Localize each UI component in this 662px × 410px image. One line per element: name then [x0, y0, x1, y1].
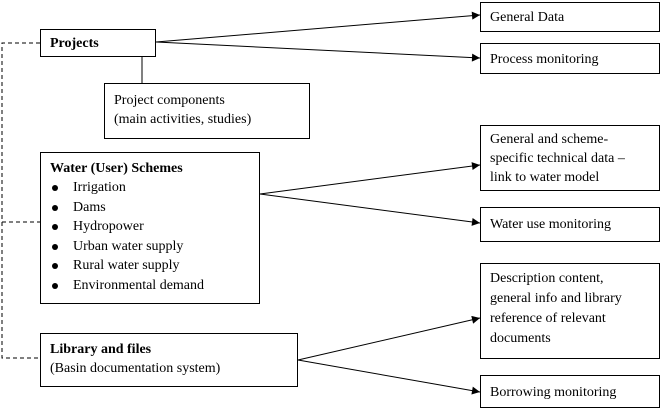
arrow-schemes-technical-data	[259, 162, 481, 195]
water-schemes-box: Water (User) Schemes Irrigation Dams Hyd…	[40, 152, 260, 304]
project-components-line-2: (main activities, studies)	[114, 112, 252, 127]
borrowing-monitoring-label: Borrowing monitoring	[490, 385, 617, 400]
technical-data-line-3: link to water model	[490, 170, 600, 185]
description-line-1: Description content,	[490, 271, 604, 286]
scheme-item-hydropower: Hydropower	[50, 217, 250, 237]
process-monitoring-label: Process monitoring	[490, 52, 599, 67]
water-schemes-list: Irrigation Dams Hydropower Urban water s…	[50, 178, 250, 296]
description-line-2: general info and library	[490, 291, 622, 306]
water-use-monitoring-label: Water use monitoring	[490, 217, 611, 232]
scheme-item-environmental-demand: Environmental demand	[50, 276, 250, 296]
general-data-box: General Data	[480, 2, 660, 32]
borrowing-monitoring-box: Borrowing monitoring	[480, 375, 660, 408]
projects-title: Projects	[50, 36, 99, 51]
projects-box: Projects	[40, 29, 156, 57]
arrow-library-borrowing	[297, 359, 481, 395]
scheme-item-dams: Dams	[50, 198, 250, 218]
scheme-item-irrigation: Irrigation	[50, 178, 250, 198]
scheme-item-rural-water-supply: Rural water supply	[50, 256, 250, 276]
library-title: Library and files	[50, 342, 152, 357]
project-components-box: Project components (main activities, stu…	[104, 83, 310, 139]
arrow-schemes-water-use	[259, 193, 481, 226]
library-box: Library and files (Basin documentation s…	[40, 333, 298, 387]
technical-data-line-2: specific technical data –	[490, 151, 625, 166]
technical-data-line-1: General and scheme-	[490, 132, 609, 147]
description-box: Description content, general info and li…	[480, 263, 660, 359]
process-monitoring-box: Process monitoring	[480, 43, 660, 74]
water-use-monitoring-box: Water use monitoring	[480, 207, 660, 242]
description-line-4: documents	[490, 331, 551, 346]
description-line-3: reference of relevant	[490, 311, 606, 326]
dashed-bracket	[1, 42, 40, 359]
library-subtitle: (Basin documentation system)	[50, 361, 221, 376]
arrow-projects-general-data	[155, 11, 481, 43]
general-data-label: General Data	[490, 10, 565, 25]
project-components-line-1: Project components	[114, 93, 225, 108]
arrow-projects-process-monitoring	[155, 41, 481, 62]
arrow-library-description	[297, 315, 481, 361]
water-schemes-title: Water (User) Schemes	[50, 161, 183, 176]
technical-data-box: General and scheme- specific technical d…	[480, 125, 660, 191]
scheme-item-urban-water-supply: Urban water supply	[50, 237, 250, 257]
